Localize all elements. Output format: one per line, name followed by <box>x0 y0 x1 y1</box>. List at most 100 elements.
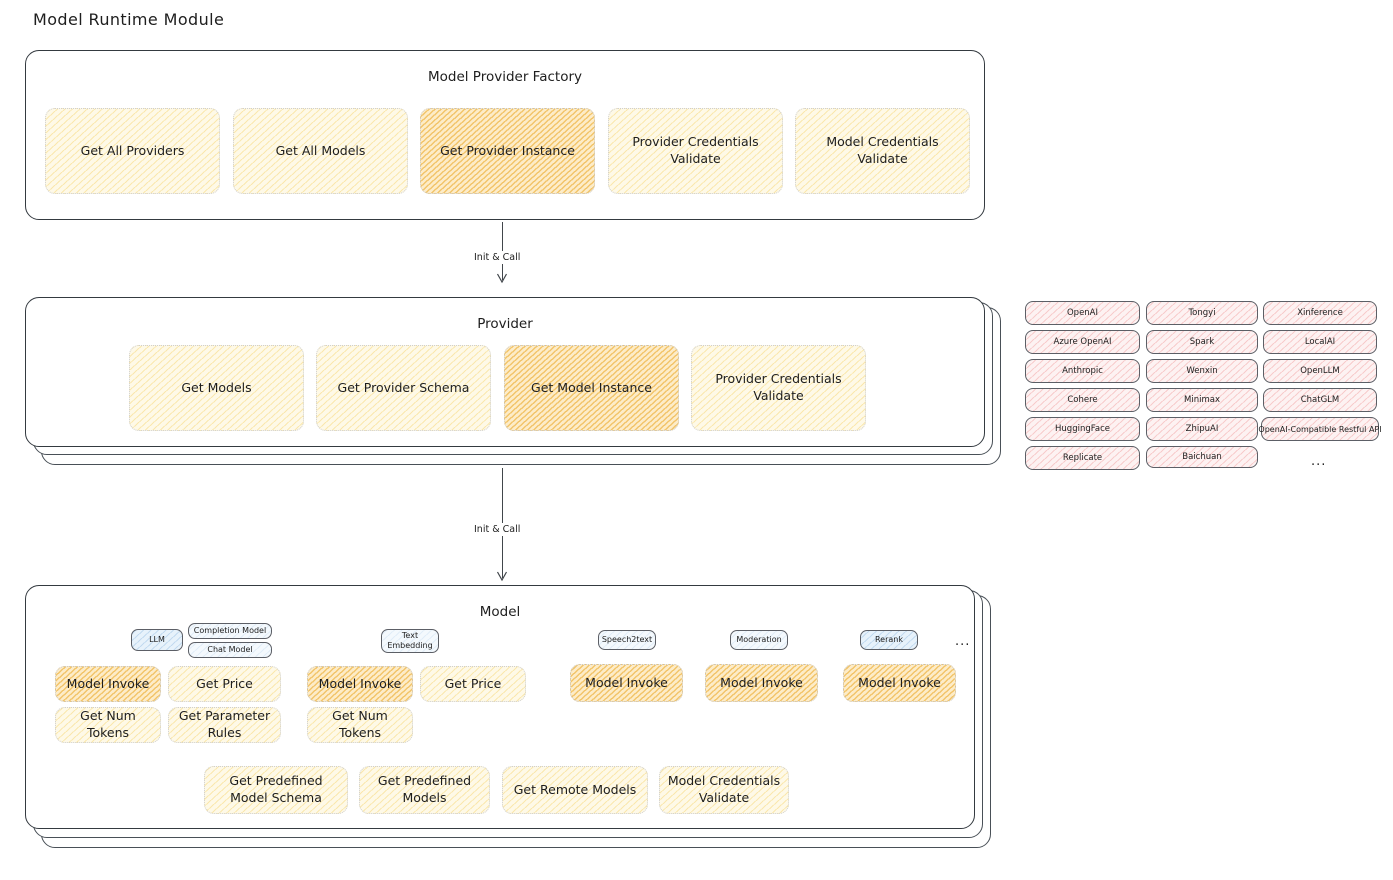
provider-method-provider-credentials-validate[interactable]: Provider Credentials Validate <box>691 345 866 431</box>
page-title: Model Runtime Module <box>33 10 225 29</box>
factory-method-provider-credentials-validate[interactable]: Provider Credentials Validate <box>608 108 783 194</box>
factory-method-model-credentials-validate[interactable]: Model Credentials Validate <box>795 108 970 194</box>
provider-method-get-provider-schema[interactable]: Get Provider Schema <box>316 345 491 431</box>
model-common-method-label: Get Predefined Model Schema <box>229 773 323 805</box>
provider-pill-openai-compatible-restful-api[interactable]: OpenAI-Compatible Restful API <box>1258 417 1382 441</box>
text-embedding-method-get-num-tokens[interactable]: Get Num Tokens <box>307 707 413 743</box>
provider-list-more: ... <box>1311 454 1327 469</box>
model-provider-factory-title: Model Provider Factory <box>427 69 582 85</box>
provider-pill-label: Minimax <box>1184 395 1220 405</box>
model-provider-factory-panel: Model Provider Factory Get All Providers… <box>25 50 985 220</box>
provider-pill-zhipuai[interactable]: ZhipuAI <box>1146 417 1258 441</box>
factory-method-label: Get All Providers <box>80 142 185 158</box>
model-type-label: Text Embedding <box>387 631 433 650</box>
provider-method-label: Get Provider Schema <box>337 379 470 395</box>
provider-pill-label: Azure OpenAI <box>1053 337 1112 347</box>
rerank-method-model-invoke[interactable]: Model Invoke <box>843 664 956 702</box>
arrow-head-icon <box>496 273 508 284</box>
provider-pill-label: Tongyi <box>1188 308 1216 318</box>
llm-method-model-invoke[interactable]: Model Invoke <box>55 666 161 702</box>
text-embedding-method-model-invoke[interactable]: Model Invoke <box>307 666 413 702</box>
model-type-label: Moderation <box>736 635 782 644</box>
model-type-chip-moderation[interactable]: Moderation <box>730 630 788 650</box>
arrow-head-icon <box>496 571 508 582</box>
model-common-method-get-predefined-model-schema[interactable]: Get Predefined Model Schema <box>204 766 348 814</box>
provider-pill-azure-openai[interactable]: Azure OpenAI <box>1025 330 1140 354</box>
provider-pill-tongyi[interactable]: Tongyi <box>1146 301 1258 325</box>
model-subtype-chip-chat-model[interactable]: Chat Model <box>188 642 272 658</box>
provider-pill-label: OpenAI-Compatible Restful API <box>1258 424 1382 434</box>
model-type-chip-speech2text[interactable]: Speech2text <box>598 630 656 650</box>
speech2text-method-model-invoke[interactable]: Model Invoke <box>570 664 683 702</box>
provider-pill-openllm[interactable]: OpenLLM <box>1263 359 1377 383</box>
model-title: Model <box>479 604 521 620</box>
provider-panel: Provider Get Models Get Provider Schema … <box>25 297 985 447</box>
text-embedding-method-label: Model Invoke <box>318 675 402 691</box>
model-subtype-label: Completion Model <box>193 626 267 635</box>
text-embedding-method-label: Get Num Tokens <box>332 708 388 740</box>
factory-method-get-provider-instance[interactable]: Get Provider Instance <box>420 108 595 194</box>
provider-method-label: Get Model Instance <box>531 379 652 395</box>
model-type-label: Rerank <box>874 635 903 644</box>
provider-pill-chatglm[interactable]: ChatGLM <box>1263 388 1377 412</box>
provider-pill-huggingface[interactable]: HuggingFace <box>1025 417 1140 441</box>
connector-provider-to-model-label: Init & Call <box>470 523 525 536</box>
rerank-method-label: Model Invoke <box>858 674 941 690</box>
provider-pill-label: ChatGLM <box>1300 395 1340 405</box>
provider-pill-label: HuggingFace <box>1055 424 1110 434</box>
provider-pill-label: Xinference <box>1297 308 1343 318</box>
provider-pill-label: Spark <box>1189 337 1215 347</box>
model-common-method-label: Get Remote Models <box>513 781 637 797</box>
text-embedding-method-get-price[interactable]: Get Price <box>420 666 526 702</box>
model-common-method-model-credentials-validate[interactable]: Model Credentials Validate <box>659 766 789 814</box>
provider-pill-label: Cohere <box>1067 395 1098 405</box>
provider-method-get-model-instance[interactable]: Get Model Instance <box>504 345 679 431</box>
llm-method-label: Get Parameter Rules <box>178 708 271 740</box>
llm-method-label: Get Price <box>196 675 253 691</box>
llm-method-get-price[interactable]: Get Price <box>168 666 281 702</box>
text-embedding-method-label: Get Price <box>444 675 502 691</box>
provider-pill-label: Baichuan <box>1182 452 1222 462</box>
factory-method-label: Provider Credentials Validate <box>632 134 759 166</box>
factory-method-get-all-models[interactable]: Get All Models <box>233 108 408 194</box>
factory-method-get-all-providers[interactable]: Get All Providers <box>45 108 220 194</box>
model-subtype-label: Chat Model <box>207 645 253 654</box>
provider-pill-label: ZhipuAI <box>1185 424 1219 434</box>
model-common-method-get-remote-models[interactable]: Get Remote Models <box>502 766 648 814</box>
moderation-method-label: Model Invoke <box>720 674 803 690</box>
provider-pill-minimax[interactable]: Minimax <box>1146 388 1258 412</box>
provider-pill-cohere[interactable]: Cohere <box>1025 388 1140 412</box>
provider-method-get-models[interactable]: Get Models <box>129 345 304 431</box>
provider-pill-baichuan[interactable]: Baichuan <box>1146 446 1258 468</box>
model-type-chip-rerank[interactable]: Rerank <box>860 630 918 650</box>
model-type-chip-llm[interactable]: LLM <box>131 629 183 651</box>
llm-method-get-parameter-rules[interactable]: Get Parameter Rules <box>168 707 281 743</box>
provider-pill-replicate[interactable]: Replicate <box>1025 446 1140 470</box>
model-common-method-get-predefined-models[interactable]: Get Predefined Models <box>359 766 490 814</box>
model-types-more: ... <box>955 634 971 649</box>
provider-pill-openai[interactable]: OpenAI <box>1025 301 1140 325</box>
model-subtype-chip-completion-model[interactable]: Completion Model <box>188 623 272 639</box>
provider-title: Provider <box>477 316 533 332</box>
provider-pill-label: OpenAI <box>1066 308 1099 318</box>
provider-pill-wenxin[interactable]: Wenxin <box>1146 359 1258 383</box>
llm-method-label: Model Invoke <box>66 675 150 691</box>
factory-method-label: Model Credentials Validate <box>826 134 939 166</box>
model-type-chip-text-embedding[interactable]: Text Embedding <box>381 629 439 653</box>
provider-pill-label: OpenLLM <box>1300 366 1340 376</box>
provider-pill-label: Replicate <box>1062 453 1103 463</box>
llm-method-label: Get Num Tokens <box>80 708 136 740</box>
provider-pill-label: Wenxin <box>1186 366 1218 376</box>
speech2text-method-label: Model Invoke <box>585 674 668 690</box>
llm-method-get-num-tokens[interactable]: Get Num Tokens <box>55 707 161 743</box>
moderation-method-model-invoke[interactable]: Model Invoke <box>705 664 818 702</box>
model-panel: Model LLM Completion Model Chat Model Mo… <box>25 585 975 829</box>
model-common-method-label: Model Credentials Validate <box>667 773 781 805</box>
provider-pill-anthropic[interactable]: Anthropic <box>1025 359 1140 383</box>
provider-pill-label: Anthropic <box>1062 366 1103 376</box>
provider-pill-spark[interactable]: Spark <box>1146 330 1258 354</box>
model-type-label: Speech2text <box>601 635 653 644</box>
provider-method-label: Provider Credentials Validate <box>715 371 842 403</box>
provider-pill-xinference[interactable]: Xinference <box>1263 301 1377 325</box>
provider-pill-localai[interactable]: LocalAI <box>1263 330 1377 354</box>
